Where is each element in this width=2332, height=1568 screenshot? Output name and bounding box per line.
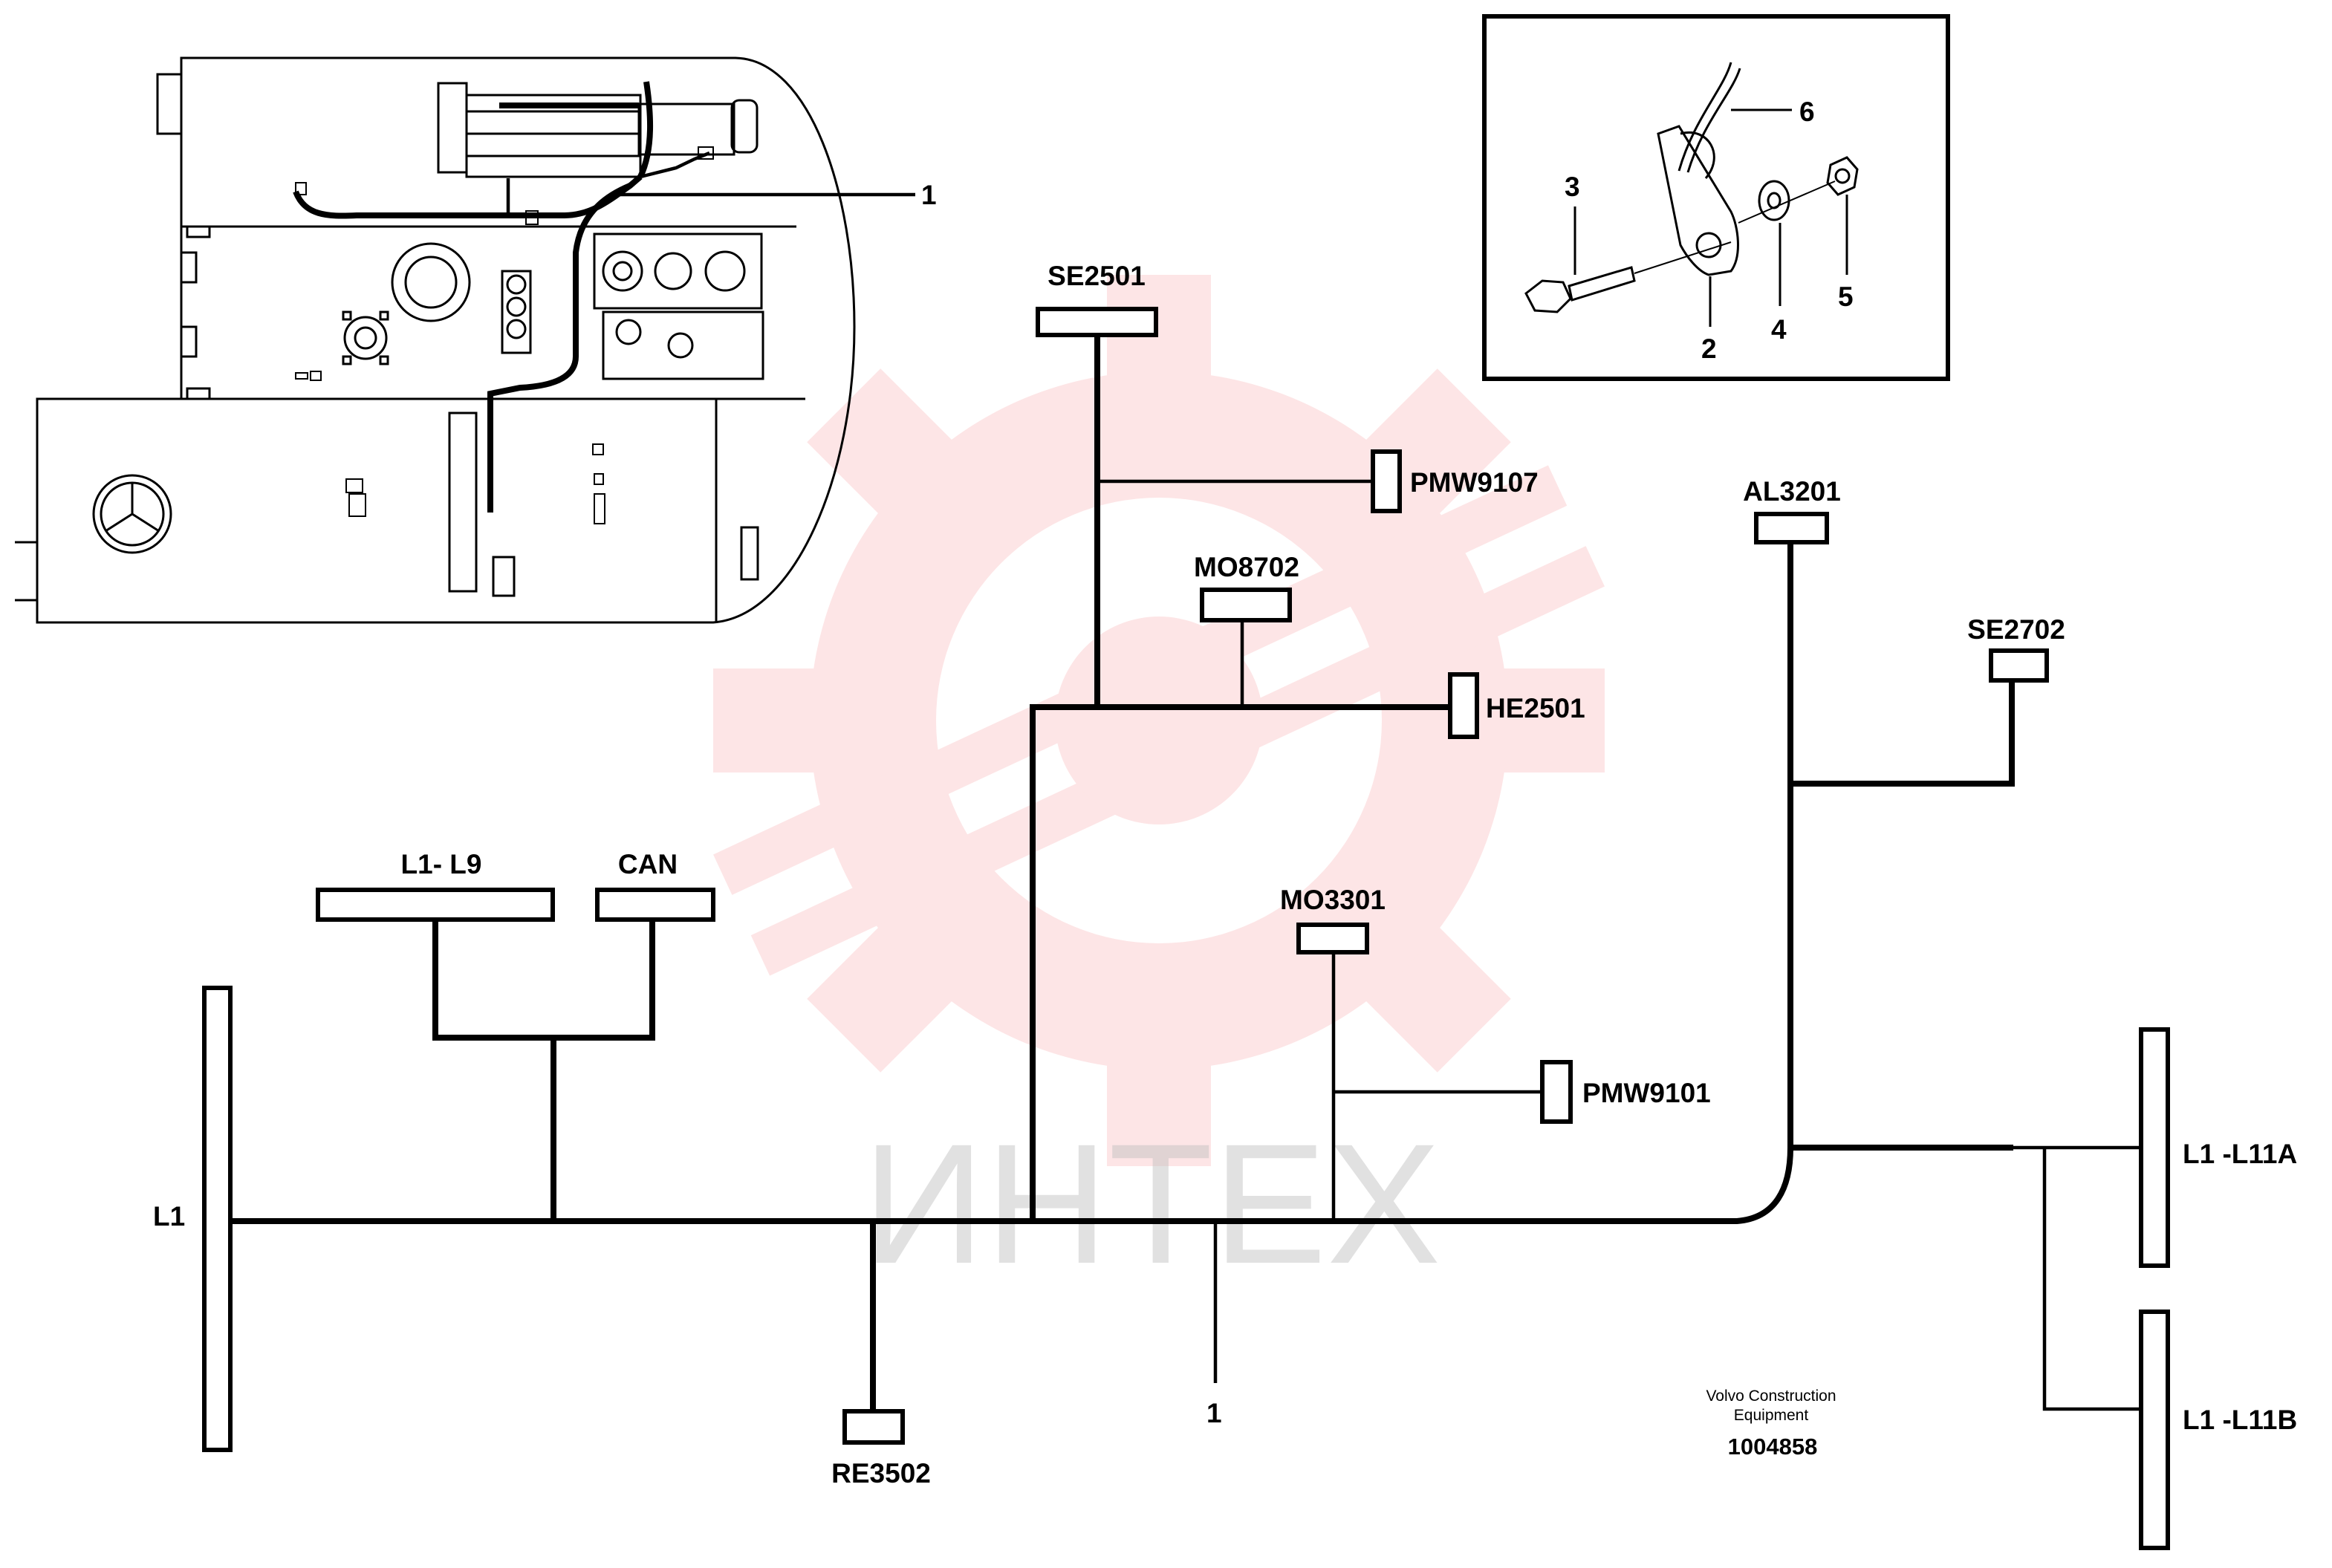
company-name-line1: Volvo Construction: [1706, 1388, 1836, 1405]
label-l1: L1: [153, 1201, 185, 1232]
connector-mo8702: [1200, 588, 1292, 622]
label-mo8702: MO8702: [1194, 552, 1299, 582]
label-al3201: AL3201: [1743, 476, 1841, 507]
document-number: 1004858: [1728, 1434, 1818, 1460]
machine-overview: 1: [15, 56, 937, 624]
connector-l1: [202, 986, 233, 1452]
connector-al3201: [1754, 512, 1829, 544]
label-pmw9107: PMW9107: [1410, 467, 1539, 498]
label-pmw9101: PMW9101: [1582, 1078, 1711, 1108]
label-re3502: RE3502: [831, 1458, 931, 1489]
inset-callout-5: 5: [1838, 282, 1854, 312]
overview-callout-label: 1: [921, 180, 937, 210]
label-can: CAN: [618, 849, 678, 879]
label-l1-l11a: L1 -L11A: [2183, 1139, 2297, 1169]
connector-can: [595, 888, 715, 922]
harness-callout-label: 1: [1206, 1398, 1222, 1428]
label-l1-l11b: L1 -L11B: [2183, 1405, 2297, 1435]
footer: Volvo Construction Equipment 1004858: [1706, 1388, 1836, 1460]
clamp-detail-inset: 6 3 2 4 5: [1482, 14, 1950, 381]
connector-pmw9101: [1540, 1060, 1573, 1124]
harness-schematic: 1 SE2501 PMW9107 MO8702 HE2501 AL3201 SE…: [153, 261, 2297, 1550]
connector-se2501: [1036, 307, 1158, 337]
connector-l1-l9: [316, 888, 555, 922]
label-se2702: SE2702: [1967, 614, 2065, 645]
label-l1-l9: L1- L9: [401, 849, 482, 879]
connector-l1-l11a: [2139, 1027, 2170, 1268]
connector-se2702: [1989, 648, 2049, 683]
steering-wheel-icon: [92, 474, 172, 554]
connector-l1-l11b: [2139, 1310, 2170, 1550]
label-se2501: SE2501: [1048, 261, 1146, 291]
inset-callout-3: 3: [1565, 172, 1580, 202]
connector-pmw9107: [1371, 449, 1402, 513]
watermark-text: ИНТЕХ: [863, 1108, 1441, 1299]
gear-tooth: [713, 275, 1605, 1166]
watermark-logo: [713, 275, 1605, 1166]
inset-callout-6: 6: [1799, 97, 1815, 127]
label-mo3301: MO3301: [1280, 885, 1386, 915]
connector-mo3301: [1296, 923, 1369, 954]
label-he2501: HE2501: [1486, 693, 1585, 723]
connector-he2501: [1448, 672, 1479, 739]
connector-re3502: [842, 1409, 905, 1445]
inset-callout-4: 4: [1771, 314, 1787, 345]
company-name-line2: Equipment: [1734, 1407, 1809, 1424]
fan-icon: [342, 310, 389, 365]
inset-callout-2: 2: [1701, 334, 1717, 364]
